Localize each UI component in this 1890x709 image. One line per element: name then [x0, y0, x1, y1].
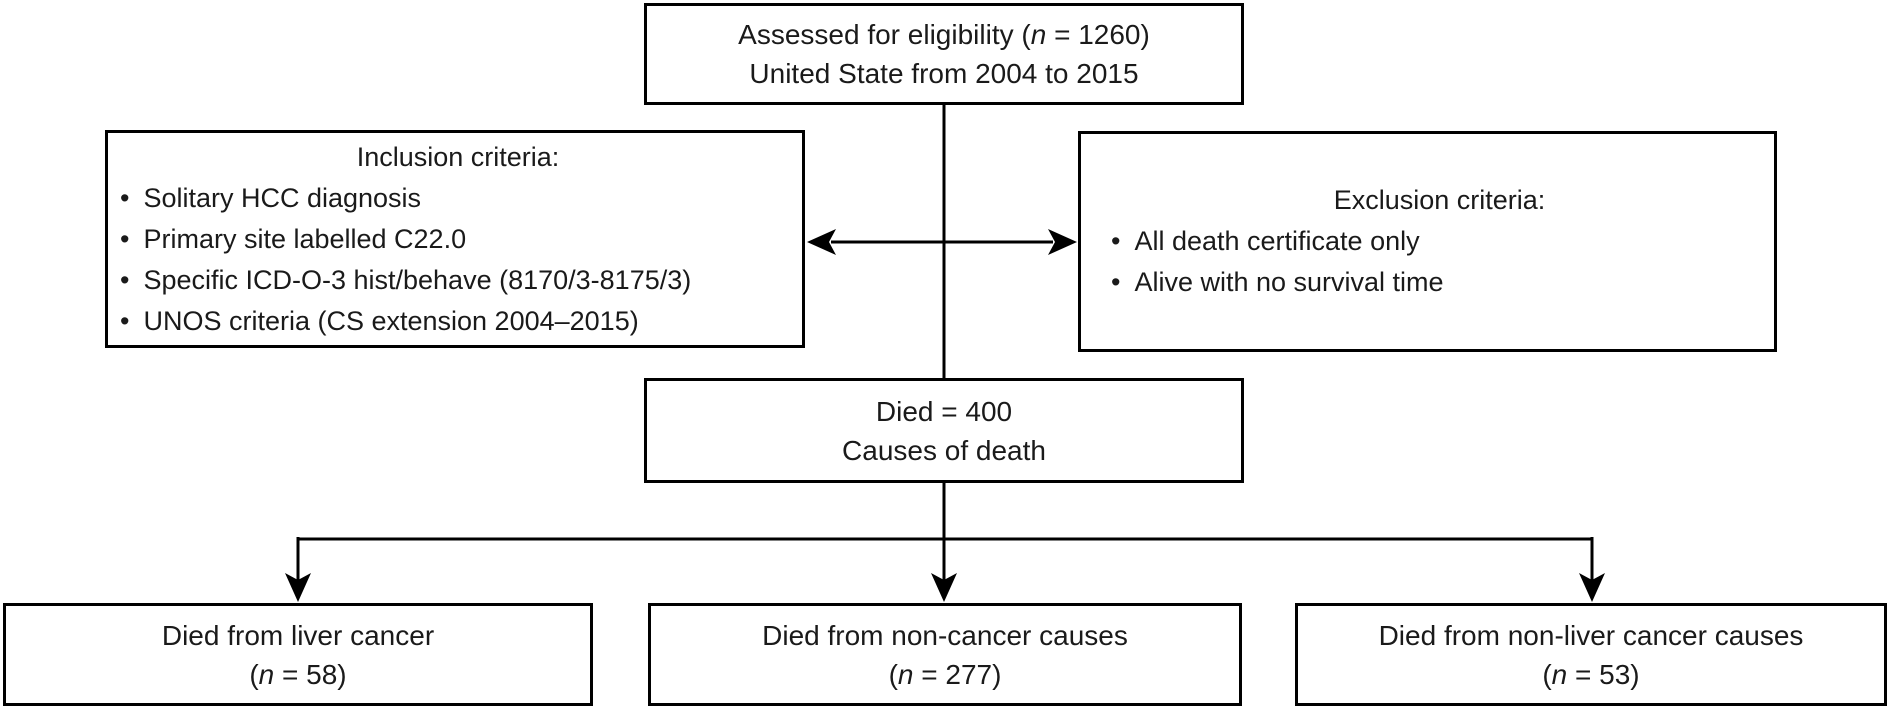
arrowhead-right-icon [1048, 229, 1077, 255]
inclusion-bullet-text: Solitary HCC diagnosis [143, 182, 422, 213]
arrowhead-down-right-icon [1579, 573, 1605, 602]
nonliver-line2-post: = 53) [1567, 658, 1640, 690]
liver-line2: (n = 58) [6, 655, 590, 694]
died-box: Died = 400 Causes of death [644, 378, 1244, 483]
bullet-icon: • [120, 182, 130, 213]
noncancer-line2-post: = 277) [913, 658, 1002, 690]
arrowhead-left-icon [807, 229, 836, 255]
inclusion-list: • Solitary HCC diagnosis • Primary site la… [120, 178, 796, 342]
liver-cancer-box: Died from liver cancer (n = 58) [3, 603, 593, 706]
assessed-box: Assessed for eligibility (n = 1260) Unit… [644, 3, 1244, 105]
list-item: • Alive with no survival time [1111, 262, 1768, 303]
exclusion-title: Exclusion criteria: [1333, 185, 1546, 215]
liver-line2-post: = 58) [274, 658, 347, 690]
arrowhead-down-middle-icon [931, 573, 957, 602]
exclusion-bullet-text: All death certificate only [1134, 226, 1420, 256]
inclusion-title: Inclusion criteria: [356, 141, 560, 172]
liver-line2-pre: ( [249, 658, 259, 690]
exclusion-box: Exclusion criteria: • All death certifica… [1078, 131, 1777, 352]
nonliver-line2-n: n [1551, 658, 1568, 690]
assessed-line1-pre: Assessed for eligibility ( [738, 19, 1031, 50]
assessed-line2: United State from 2004 to 2015 [749, 58, 1139, 89]
noncancer-line2: (n = 277) [651, 655, 1239, 694]
list-item: • Specific ICD-O-3 hist/behave (8170/3-81… [120, 260, 796, 301]
inclusion-bullet-text: Primary site labelled C22.0 [143, 223, 467, 254]
list-item: • All death certificate only [1111, 221, 1768, 262]
exclusion-bullet-text: Alive with no survival time [1134, 267, 1444, 297]
noncancer-line2-n: n [897, 658, 914, 690]
bullet-icon: • [1111, 226, 1121, 256]
list-item: • UNOS criteria (CS extension 2004–2015) [120, 301, 796, 342]
non-cancer-box: Died from non-cancer causes (n = 277) [648, 603, 1242, 706]
died-line2: Causes of death [842, 434, 1046, 466]
bullet-icon: • [120, 305, 130, 336]
non-liver-cancer-box: Died from non-liver cancer causes (n = 5… [1295, 603, 1887, 706]
assessed-line1: Assessed for eligibility (n = 1260) [647, 15, 1241, 54]
assessed-line1-n: n [1030, 19, 1047, 50]
list-item: • Solitary HCC diagnosis [120, 178, 796, 219]
nonliver-line1: Died from non-liver cancer causes [1378, 619, 1804, 651]
bullet-icon: • [120, 223, 130, 254]
nonliver-line2-pre: ( [1542, 658, 1552, 690]
noncancer-line2-pre: ( [888, 658, 898, 690]
died-line1: Died = 400 [875, 395, 1013, 427]
inclusion-bullet-text: UNOS criteria (CS extension 2004–2015) [143, 305, 639, 336]
nonliver-line2: (n = 53) [1298, 655, 1884, 694]
list-item: • Primary site labelled C22.0 [120, 219, 796, 260]
noncancer-line1: Died from non-cancer causes [762, 619, 1128, 651]
assessed-line1-post: = 1260) [1046, 19, 1150, 50]
liver-line1: Died from liver cancer [161, 619, 435, 651]
inclusion-bullet-text: Specific ICD-O-3 hist/behave (8170/3-817… [143, 264, 692, 295]
inclusion-box: Inclusion criteria: • Solitary HCC diagno… [105, 130, 805, 348]
bullet-icon: • [1111, 267, 1121, 297]
liver-line2-n: n [258, 658, 275, 690]
bullet-icon: • [120, 264, 130, 295]
arrowhead-down-left-icon [285, 573, 311, 602]
exclusion-list: • All death certificate only • Alive with … [1111, 221, 1768, 303]
